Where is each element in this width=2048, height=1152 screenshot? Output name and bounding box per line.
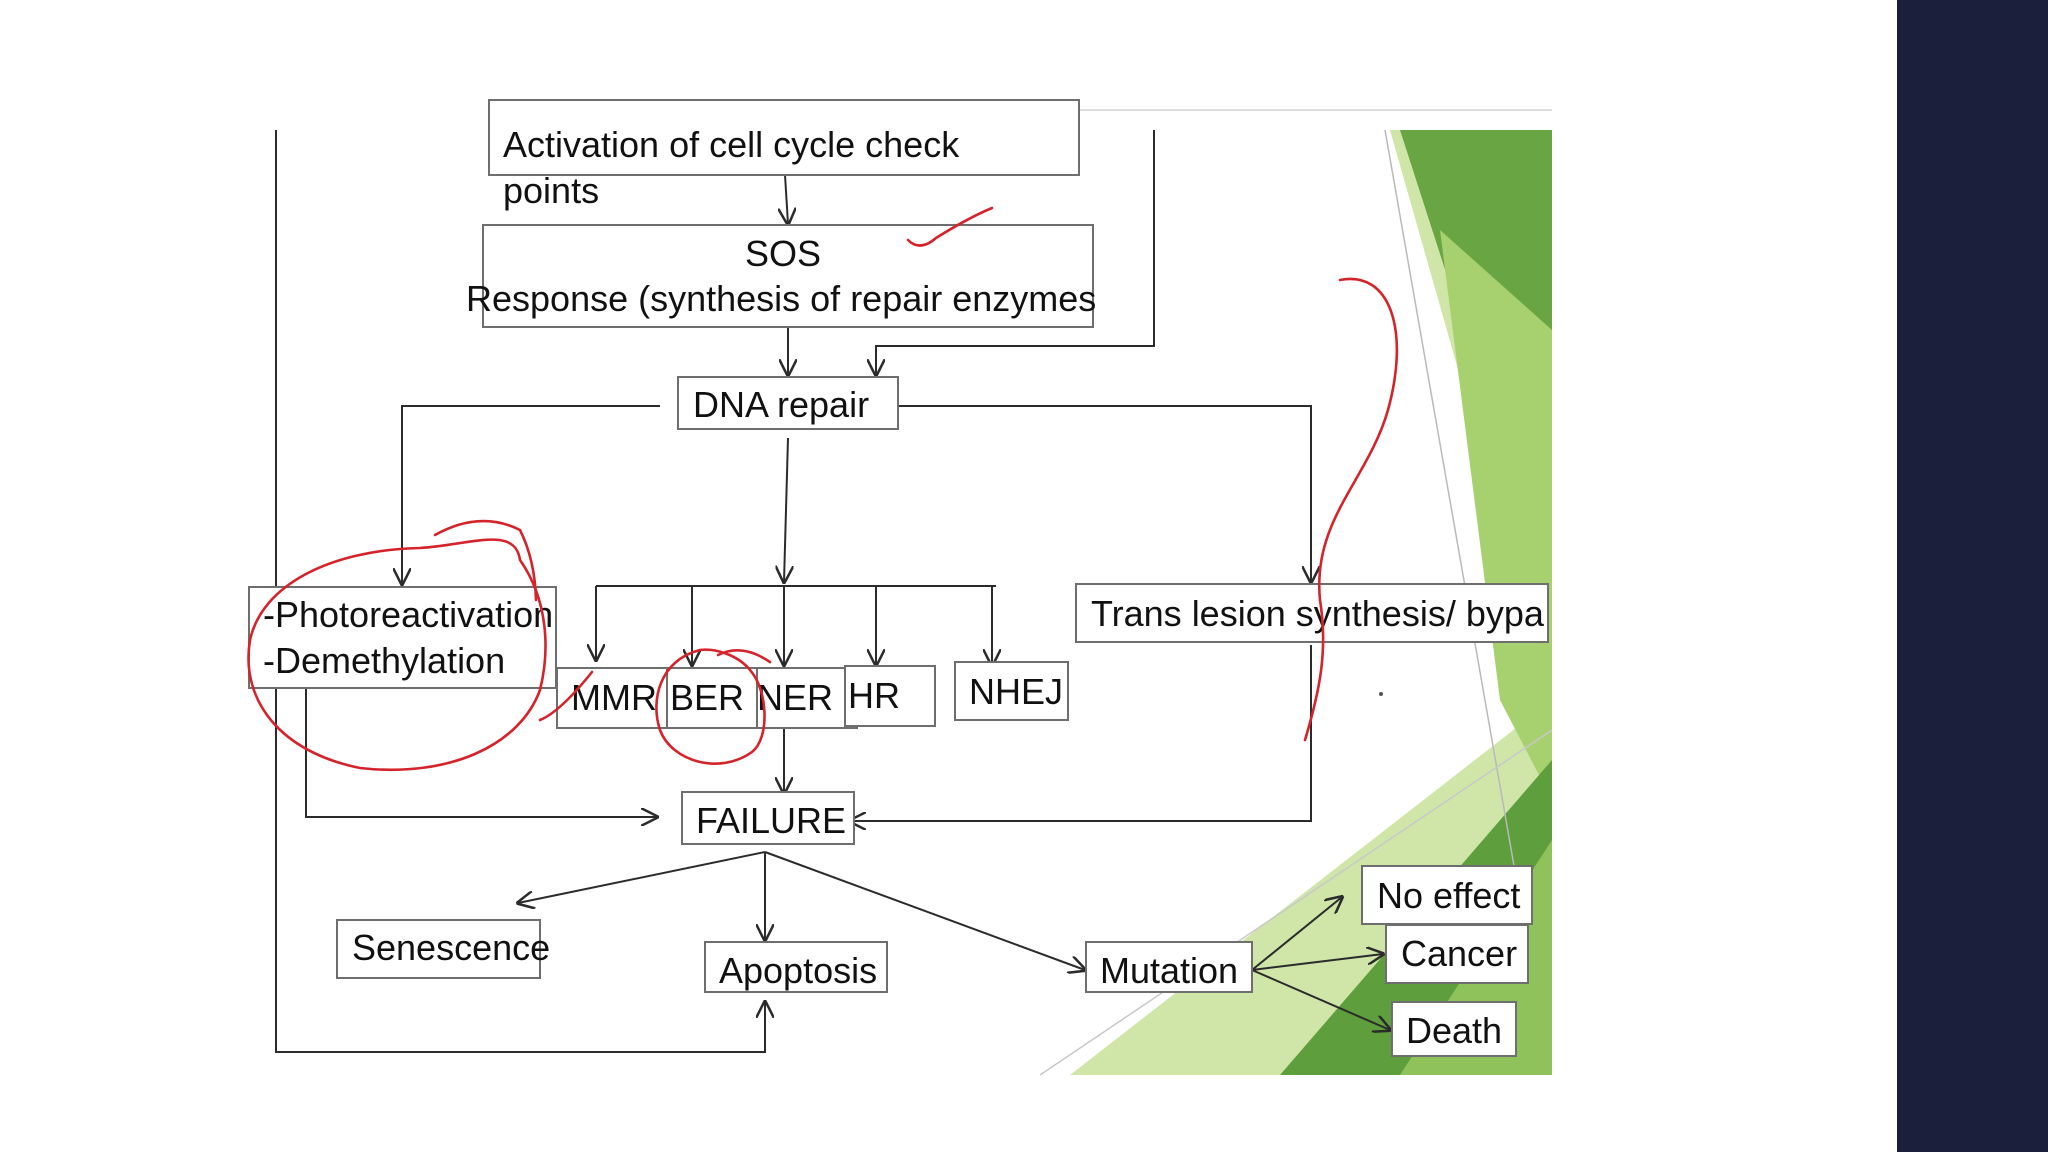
node-cancer: Cancer [1385, 924, 1529, 984]
right-dark-panel [1897, 0, 2048, 1152]
stray-dot [1379, 692, 1383, 696]
death-label: Death [1406, 1010, 1502, 1051]
node-senescence: Senescence [336, 919, 550, 979]
node-nhej: NHEJ [954, 661, 1069, 721]
tls-label: Trans lesion synthesis/ bypa [1091, 593, 1545, 634]
checkpoint-text-line2: points [503, 170, 599, 211]
circle-direct-reversal [247, 538, 547, 772]
cancer-label: Cancer [1401, 933, 1517, 974]
node-cell-cycle-checkpoints: Activation of cell cycle check points [488, 99, 1080, 211]
mmr-label: MMR [571, 677, 657, 718]
sos-text-line2: Response (synthesis of repair enzymes [466, 278, 1096, 319]
node-dna-repair: DNA repair [677, 376, 899, 430]
node-repair-pathways: MMR BER NER HR [556, 665, 936, 729]
node-apoptosis: Apoptosis [704, 941, 888, 993]
demethylation-label: -Demethylation [263, 640, 505, 681]
failure-label: FAILURE [696, 800, 846, 841]
checkpoint-text-line1: Activation of cell cycle check [503, 124, 960, 165]
no-effect-label: No effect [1377, 875, 1520, 916]
node-no-effect: No effect [1361, 865, 1533, 925]
hook-ber [716, 649, 772, 664]
photoreactivation-label: -Photoreactivation [263, 594, 553, 635]
apoptosis-label: Apoptosis [719, 950, 877, 991]
dna-repair-label: DNA repair [693, 384, 869, 425]
circle-ber [655, 648, 766, 765]
mutation-label: Mutation [1100, 950, 1238, 991]
ner-label: NER [757, 677, 833, 718]
sos-text-line1: SOS [745, 233, 821, 274]
ber-label: BER [670, 677, 744, 718]
hr-label: HR [848, 675, 900, 716]
node-sos-response: SOS Response (synthesis of repair enzyme… [466, 224, 1096, 328]
node-failure: FAILURE [681, 791, 855, 845]
hook-direct-reversal [433, 519, 538, 602]
connectors [275, 130, 1390, 1053]
node-translesion-synthesis: Trans lesion synthesis/ bypa [1075, 583, 1549, 643]
node-direct-reversal: -Photoreactivation -Demethylation [248, 586, 557, 689]
tick-mark-sos [906, 206, 994, 247]
tick-mark-mmr [538, 670, 594, 722]
red-ink-annotations [247, 206, 1399, 772]
node-mutation: Mutation [1085, 941, 1253, 993]
squiggle-tls [1303, 277, 1399, 742]
node-death: Death [1391, 1001, 1517, 1057]
senescence-label: Senescence [352, 927, 550, 968]
nhej-label: NHEJ [969, 671, 1063, 712]
